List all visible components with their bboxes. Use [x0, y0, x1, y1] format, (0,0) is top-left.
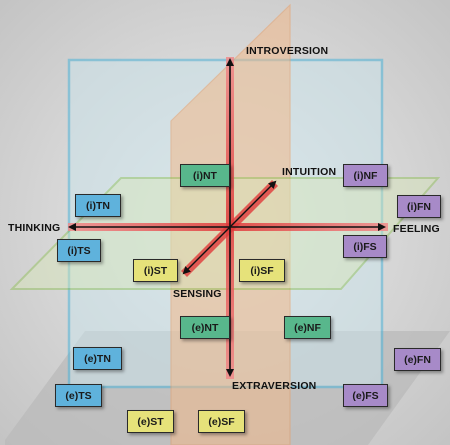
- function-box-e-sf: (e)SF: [198, 410, 245, 433]
- function-box-e-tn: (e)TN: [73, 347, 122, 370]
- function-box-e-ts: (e)TS: [55, 384, 102, 407]
- function-box-i-st: (i)ST: [133, 259, 178, 282]
- function-box-e-nf: (e)NF: [284, 316, 331, 339]
- function-box-e-nt: (e)NT: [180, 316, 230, 339]
- intuition-label: INTUITION: [282, 166, 337, 178]
- function-box-i-ts: (i)TS: [57, 239, 101, 262]
- function-box-e-fs: (e)FS: [343, 384, 388, 407]
- sensing-arrow: [182, 226, 231, 275]
- thinking-label: THINKING: [8, 222, 61, 234]
- function-box-e-fn: (e)FN: [394, 348, 441, 371]
- function-box-i-fn: (i)FN: [397, 195, 441, 218]
- function-box-e-st: (e)ST: [127, 410, 174, 433]
- feeling-label: FEELING: [393, 223, 440, 235]
- function-box-i-fs: (i)FS: [343, 235, 387, 258]
- introversion-label: INTROVERSION: [246, 45, 329, 57]
- function-box-i-tn: (i)TN: [75, 194, 121, 217]
- function-box-i-nt: (i)NT: [180, 164, 230, 187]
- function-box-i-nf: (i)NF: [343, 164, 388, 187]
- extraversion-label: EXTRAVERSION: [232, 380, 317, 392]
- sensing-label: SENSING: [173, 288, 222, 300]
- function-box-i-sf: (i)SF: [239, 259, 285, 282]
- intuition-arrow: [229, 180, 277, 228]
